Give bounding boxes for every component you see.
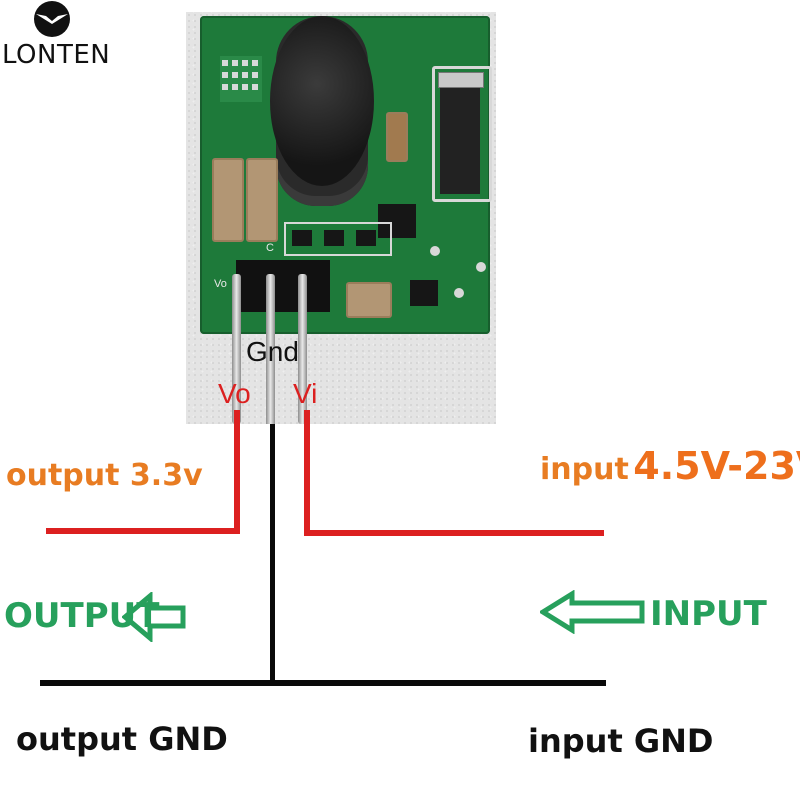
pin-header (236, 260, 330, 312)
wire-output-vertical (234, 410, 240, 534)
sot-chip (378, 204, 416, 238)
diode-frame (432, 66, 492, 202)
via (476, 262, 486, 272)
input-arrow-label: INPUT (650, 594, 767, 634)
silk-vo: Vo (214, 278, 227, 290)
schottky-diode (440, 88, 480, 194)
wire-input-vertical (304, 410, 310, 536)
small-capacitor (386, 112, 408, 162)
input-voltage-label: input 4.5V-23V (540, 444, 800, 488)
input-gnd-label: input GND (528, 722, 714, 760)
via (454, 288, 464, 298)
output-arrow-label: OUTPUT (4, 596, 160, 636)
pcb-board: Vo C (200, 16, 492, 334)
silk-c: C (266, 242, 274, 254)
pin-label-gnd: Gnd (246, 336, 299, 367)
pin-label-vo: Vo (218, 378, 251, 409)
brand-name: LONTEN (2, 40, 111, 70)
input-voltage-range: 4.5V-23V (633, 444, 800, 488)
via (430, 246, 440, 256)
pin-vo (232, 274, 241, 424)
brand-logo: LONTEN (0, 0, 110, 80)
lonten-bird-logo-icon (34, 1, 70, 37)
wire-gnd-vertical (270, 424, 275, 686)
inductor-top (270, 16, 374, 186)
capacitor-left-2 (246, 158, 278, 242)
pin-label-vi: Vi (293, 378, 318, 409)
diode-tab (438, 72, 484, 88)
module-photo: Vo C (186, 12, 496, 424)
output-gnd-label: output GND (16, 720, 228, 758)
arrow-left-icon (540, 590, 645, 634)
wire-gnd-horizontal (40, 680, 606, 686)
resistor-1 (292, 230, 312, 246)
resistor-3 (356, 230, 376, 246)
pin-vi (298, 274, 307, 424)
input-voltage-prefix: input (540, 452, 629, 487)
wire-input-horizontal (304, 530, 604, 536)
resistor-2 (324, 230, 344, 246)
resistor-row (284, 222, 392, 256)
capacitor-left-1 (212, 158, 244, 242)
pad-grid (220, 56, 262, 102)
wire-output-horizontal (46, 528, 240, 534)
capacitor-bottom (346, 282, 392, 318)
small-chip (410, 280, 438, 306)
output-voltage-label: output 3.3v (6, 458, 203, 493)
arrow-left-icon (122, 592, 186, 642)
pin-gnd (266, 274, 275, 424)
pad-grid-icon (222, 60, 258, 90)
